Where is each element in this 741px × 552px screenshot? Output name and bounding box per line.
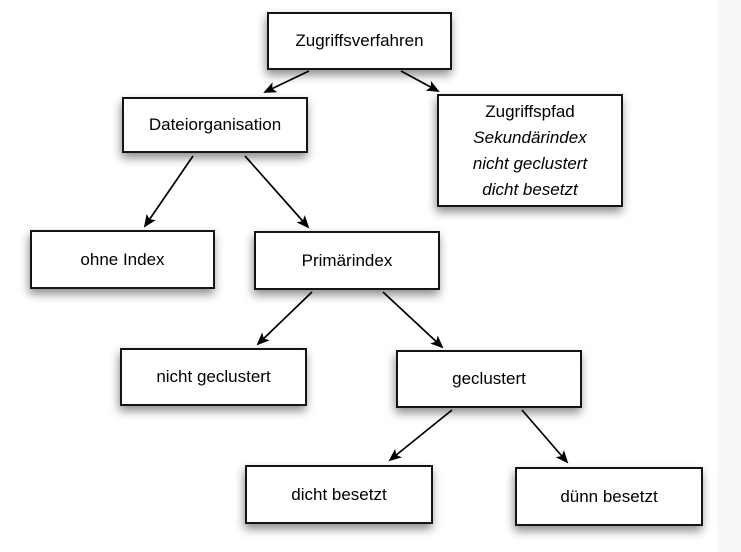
node-label: dünn besetzt — [560, 486, 658, 506]
node-zugriffsverfahren: Zugriffsverfahren — [267, 12, 452, 70]
node-duenn-besetzt: dünn besetzt — [515, 467, 703, 526]
node-dicht-besetzt: dicht besetzt — [245, 465, 433, 524]
edge-arrow-dateiorganisation-to-primaerindex — [244, 155, 310, 229]
node-label: nicht geclustert — [156, 367, 271, 386]
node-label: ohne Index — [80, 249, 165, 269]
node-label-italic: dicht besetzt — [482, 179, 578, 199]
node-label: Primärindex — [301, 250, 393, 270]
node-label-italic: nicht geclustert — [472, 153, 588, 173]
node-label: Zugriffsverfahren — [295, 31, 424, 50]
node-dateiorganisation: Dateiorganisation — [122, 97, 308, 153]
node-ohne-index: ohne Index — [30, 230, 215, 289]
edge-arrow-geclustert-to-duenn-besetzt — [521, 409, 569, 464]
node-nicht-geclustert: nicht geclustert — [120, 348, 307, 406]
node-label: Zugriffspfad — [485, 101, 575, 121]
node-label-italic: Sekundärindex — [473, 127, 587, 147]
edge-arrow-zugriffsverfahren-to-dateiorganisation — [263, 70, 310, 93]
node-label: Dateiorganisation — [148, 115, 282, 134]
node-label: dicht besetzt — [291, 484, 387, 504]
edge-arrow-primaerindex-to-geclustert — [382, 291, 444, 349]
node-primaerindex: Primärindex — [254, 231, 440, 290]
right-gutter — [717, 0, 741, 552]
edge-arrow-zugriffsverfahren-to-zugriffspfad — [400, 70, 440, 92]
edge-arrow-geclustert-to-dicht-besetzt — [388, 409, 453, 462]
edge-arrow-dateiorganisation-to-ohne-index — [143, 155, 194, 228]
edge-arrow-primaerindex-to-nicht-geclustert — [256, 291, 313, 346]
node-zugriffspfad: Zugriffspfad Sekundärindex nicht geclust… — [437, 94, 623, 207]
node-label: geclustert — [452, 369, 526, 388]
node-geclustert: geclustert — [396, 350, 582, 408]
